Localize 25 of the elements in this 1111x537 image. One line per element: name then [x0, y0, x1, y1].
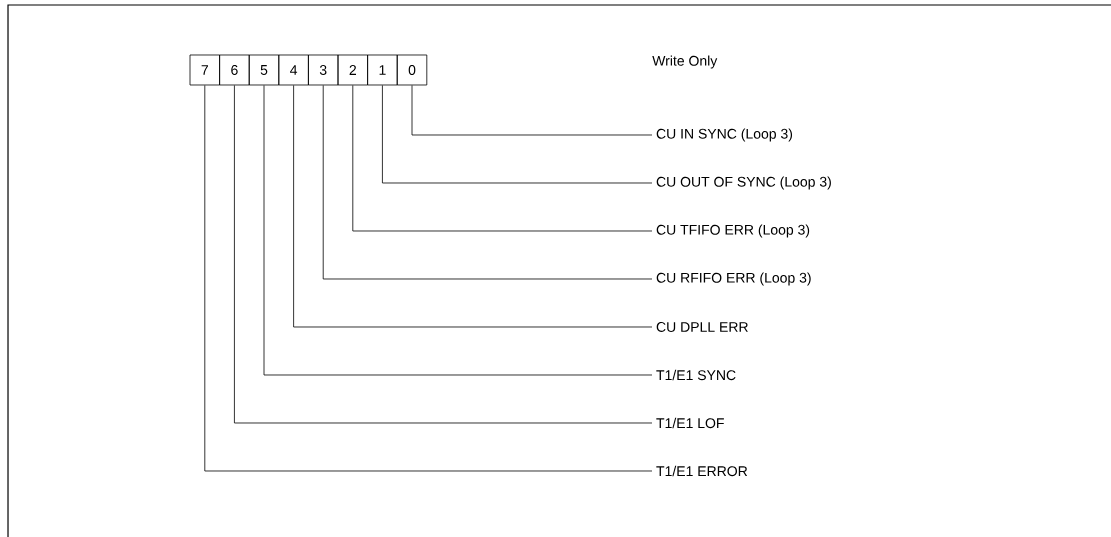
leader-line [352, 85, 653, 232]
leader-line [382, 85, 653, 184]
leader-line [411, 85, 653, 136]
bit-label: T1/E1 LOF [656, 417, 724, 429]
bit-label: CU DPLL ERR [656, 322, 748, 332]
bit-label: CU IN SYNC (Loop 3) [656, 128, 793, 142]
bit-cell: 0 [396, 54, 428, 86]
bit-cell: 3 [308, 54, 339, 86]
mode-note: Write Only [652, 55, 718, 69]
leader-line [234, 85, 653, 424]
leader-line [263, 85, 653, 376]
bit-label: T1/E1 ERROR [656, 465, 748, 477]
bit-label: CU TFIFO ERR (Loop 3) [656, 224, 810, 238]
bit-label: T1/E1 SYNC [656, 369, 736, 381]
bit-cell: 1 [367, 54, 398, 86]
bit-cell: 7 [189, 54, 220, 86]
bit-cell: 5 [248, 54, 280, 86]
bit-cell: 6 [219, 54, 250, 86]
bit-label: CU OUT OF SYNC (Loop 3) [656, 176, 831, 190]
leader-line [204, 85, 653, 472]
bit-label: CU RFIFO ERR (Loop 3) [656, 272, 811, 286]
bit-cell: 4 [278, 54, 309, 86]
leader-line [322, 85, 653, 280]
leader-line [293, 85, 653, 328]
bit-cell: 2 [337, 54, 368, 86]
